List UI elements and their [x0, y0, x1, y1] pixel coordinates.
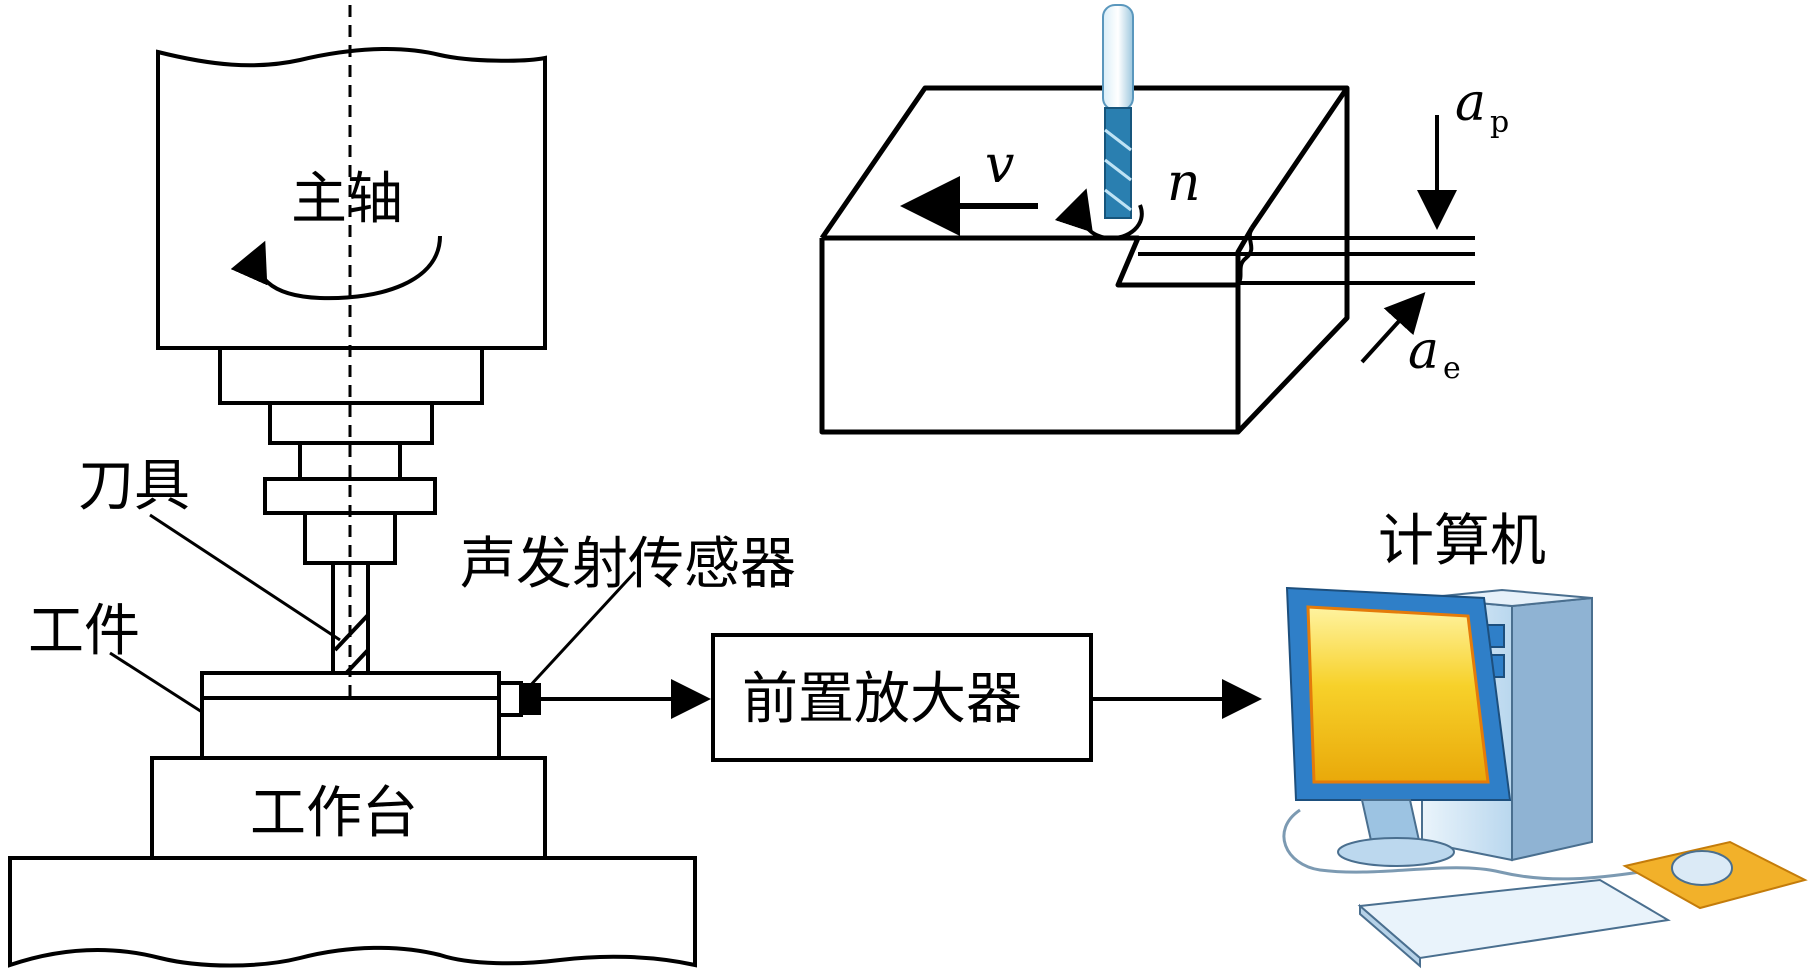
- depth-ap-subscript: p: [1490, 105, 1509, 140]
- mouse: [1671, 850, 1733, 886]
- tool-leader-line: [149, 513, 341, 642]
- milling-machine: [8, 5, 697, 968]
- spindle-speed-label: n: [1167, 153, 1201, 213]
- tool-label: 刀具: [78, 454, 190, 519]
- workpiece-leader-line: [109, 651, 203, 714]
- end-mill-flute-lines: [1104, 128, 1132, 212]
- cutting-detail: [819, 85, 1475, 435]
- width-ae-subscript: e: [1443, 351, 1461, 386]
- ae-sensor-tip: [519, 683, 541, 715]
- depth-ap-label: a: [1455, 73, 1486, 133]
- preamplifier-label: 前置放大器: [742, 667, 1022, 732]
- workpiece: [200, 696, 501, 760]
- block-front-face: [819, 235, 1238, 435]
- spindle-rotation-arrow: [230, 235, 442, 301]
- ae-arrow: [1360, 292, 1426, 364]
- preamplifier-box: [711, 633, 1093, 762]
- sensor-leader-line: [526, 570, 637, 690]
- end-mill: [1102, 4, 1134, 219]
- workpiece-label: 工件: [28, 599, 140, 664]
- computer-label: 计算机: [1378, 509, 1546, 574]
- machine-base: [8, 856, 697, 968]
- worktable-label: 工作台: [250, 781, 418, 846]
- block-top-face: [819, 85, 1350, 240]
- rotation-n-arrow: [1054, 188, 1144, 241]
- monitor-base: [1337, 837, 1455, 867]
- block-right-face: [1235, 88, 1350, 435]
- pc-tower-side: [1511, 596, 1593, 862]
- pc-cable: [1282, 808, 1641, 881]
- monitor-screen: [1306, 605, 1490, 784]
- feed-speed-label: v: [985, 135, 1014, 195]
- ae-sensor-label: 声发射传感器: [460, 532, 796, 597]
- computer-illustration: [1282, 586, 1808, 969]
- ae-sensor-body: [497, 681, 523, 717]
- keyboard-edge: [1359, 903, 1421, 969]
- width-ae-label: a: [1408, 321, 1439, 381]
- end-mill-shank: [1102, 4, 1134, 111]
- signal-chain: [539, 633, 1262, 762]
- slot-cut: [1092, 235, 1238, 288]
- spindle-label: 主轴: [291, 167, 403, 232]
